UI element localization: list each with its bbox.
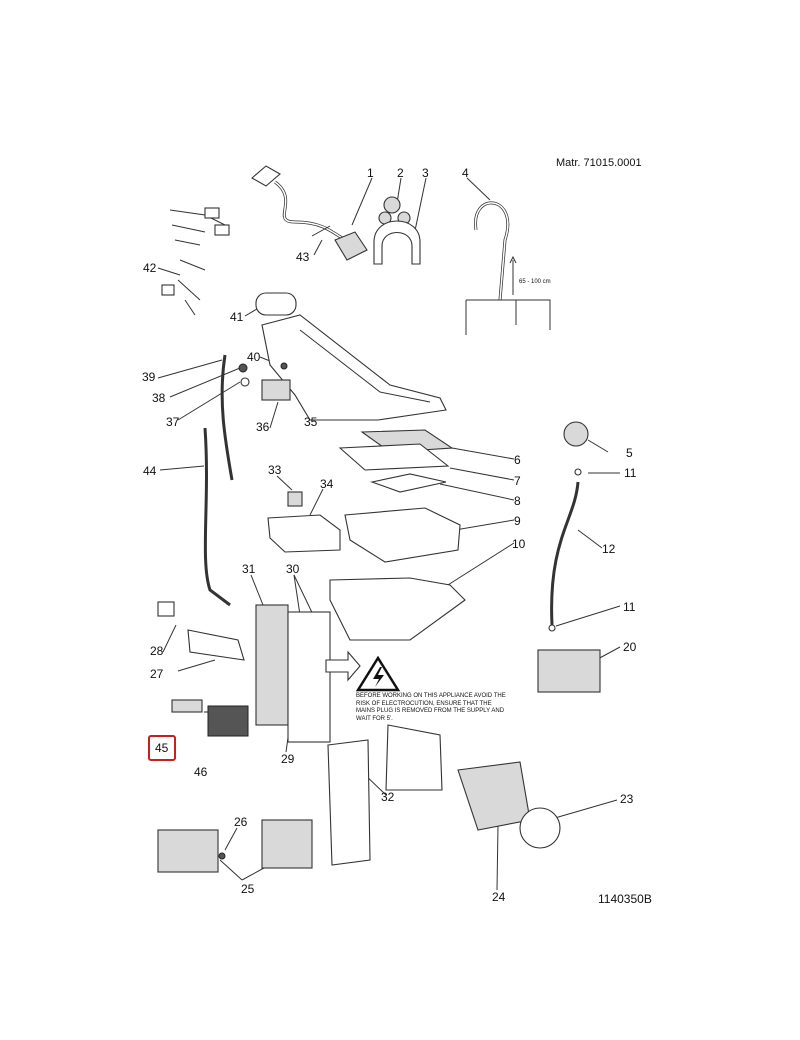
part-label-42: 42 xyxy=(143,261,157,275)
part-label-34: 34 xyxy=(320,477,334,491)
control-board-cover-icon xyxy=(255,604,289,726)
part-label-8: 8 xyxy=(514,494,521,508)
drain-height-label: 65 - 100 cm xyxy=(519,279,551,285)
pressure-switch-icon xyxy=(563,421,589,447)
door-lock-icon xyxy=(261,379,291,401)
motor-icon xyxy=(157,829,219,873)
part-label-35: 35 xyxy=(304,415,318,429)
high-voltage-warning-icon xyxy=(356,656,400,692)
part-label-32: 32 xyxy=(381,790,395,804)
diagram-code: 1140350B xyxy=(598,892,652,906)
electronic-module-icon xyxy=(537,649,601,693)
drawer-housing-icon xyxy=(329,577,466,641)
interference-filter-icon xyxy=(171,699,203,713)
part-label-5: 5 xyxy=(626,446,633,460)
ntc-sensor-icon xyxy=(157,601,175,617)
part-label-31: 31 xyxy=(242,562,256,576)
part-label-12: 12 xyxy=(602,542,616,556)
part-label-24: 24 xyxy=(492,890,506,904)
part-label-46: 46 xyxy=(194,765,208,779)
drain-pump-icon xyxy=(457,761,531,831)
part-label-36: 36 xyxy=(256,420,270,434)
part-label-20: 20 xyxy=(623,640,637,654)
part-label-25: 25 xyxy=(241,882,255,896)
part-label-6: 6 xyxy=(514,453,521,467)
part-label-33: 33 xyxy=(268,463,282,477)
pressure-hose-icon xyxy=(550,481,580,626)
part-label-10: 10 xyxy=(512,537,526,551)
detergent-drawer-icon xyxy=(344,507,461,563)
part-label-40: 40 xyxy=(247,350,261,364)
part-label-41: 41 xyxy=(230,310,244,324)
part-label-38: 38 xyxy=(152,391,166,405)
drain-hose-icon xyxy=(465,201,551,335)
board-box-icon xyxy=(327,739,371,866)
tray-icon xyxy=(267,514,341,553)
part-label-23: 23 xyxy=(620,792,634,806)
part-label-4: 4 xyxy=(462,166,469,180)
screw-icon xyxy=(311,225,331,237)
part-label-2: 2 xyxy=(397,166,404,180)
wiring-harness-icon xyxy=(161,207,230,316)
cover-plate-icon xyxy=(338,443,450,471)
gasket-icon xyxy=(255,292,297,316)
part-label-7: 7 xyxy=(514,474,521,488)
cable-44-icon xyxy=(203,427,231,607)
capacitor-icon xyxy=(207,705,249,737)
warning-text: BEFORE WORKING ON THIS APPLIANCE AVOID T… xyxy=(356,693,506,722)
heater-icon xyxy=(187,629,245,661)
inlet-valve-icon xyxy=(378,196,411,225)
pump-hose-icon xyxy=(220,354,250,481)
part-label-29: 29 xyxy=(281,752,295,766)
part-label-43: 43 xyxy=(296,250,310,264)
highlight-box-45 xyxy=(148,735,176,761)
part-label-27: 27 xyxy=(150,667,164,681)
part-label-37: 37 xyxy=(166,415,180,429)
control-board-icon xyxy=(287,611,331,743)
part-label-45: 45 xyxy=(155,741,169,755)
part-label-11-bottom: 11 xyxy=(623,600,636,614)
pump-filter-icon xyxy=(519,807,561,849)
dispenser-housing-icon xyxy=(261,314,447,421)
hose-support-icon xyxy=(373,220,421,265)
part-label-30: 30 xyxy=(286,562,300,576)
part-label-1: 1 xyxy=(367,166,374,180)
part-label-26: 26 xyxy=(234,815,248,829)
part-label-44: 44 xyxy=(143,464,157,478)
siphon-icon xyxy=(369,473,447,493)
part-label-11-top: 11 xyxy=(624,466,637,480)
power-cable-icon xyxy=(251,165,368,261)
part-label-3: 3 xyxy=(422,166,429,180)
material-number: Matr. 71015.0001 xyxy=(556,157,642,169)
part-label-9: 9 xyxy=(514,514,521,528)
part-label-39: 39 xyxy=(142,370,156,384)
part-label-28: 28 xyxy=(150,644,164,658)
cap-icon xyxy=(287,491,303,507)
